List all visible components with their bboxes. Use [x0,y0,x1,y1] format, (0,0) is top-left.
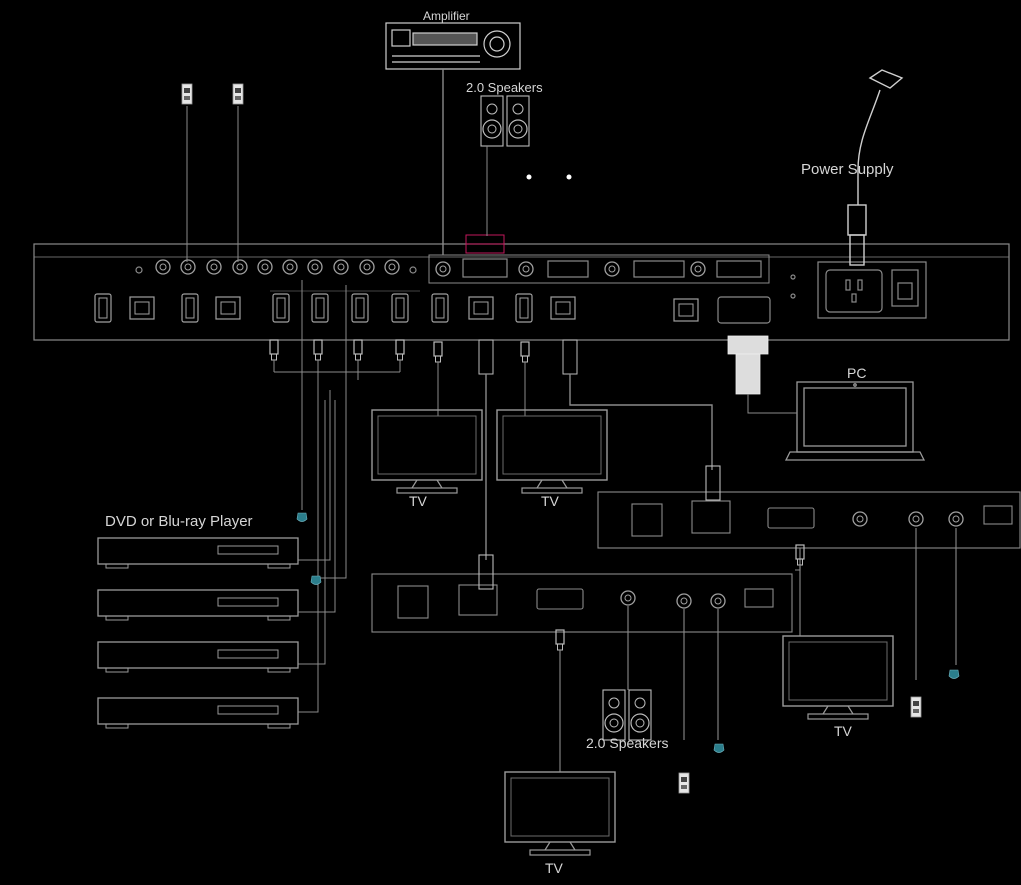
receiver-right [597,465,1021,549]
tv-label-1: TV [409,493,427,509]
tv-label-3: TV [834,723,852,739]
matrix-unit [33,234,1010,341]
vga-connector [727,335,769,395]
power-cable [847,69,904,266]
output-cables [433,339,713,560]
dvd-player-label: DVD or Blu-ray Player [105,513,253,530]
ir-emitters-top [181,83,244,262]
pc-label: PC [847,365,867,381]
receiver-center [371,554,793,633]
tv-label-2: TV [541,493,559,509]
tv-label-4: TV [545,860,563,876]
pc-laptop [784,381,926,461]
speakers-top [480,95,572,236]
speakers-top-label: 2.0 Speakers [466,80,543,95]
speakers-bottom-label: 2.0 Speakers [586,735,669,751]
amplifier-device [385,22,521,70]
amplifier-label: Amplifier [423,9,470,23]
hdmi-input-cables [269,280,405,713]
dvd-players [97,537,299,729]
power-supply-label: Power Supply [801,161,894,178]
ir-jack-row [135,259,417,275]
